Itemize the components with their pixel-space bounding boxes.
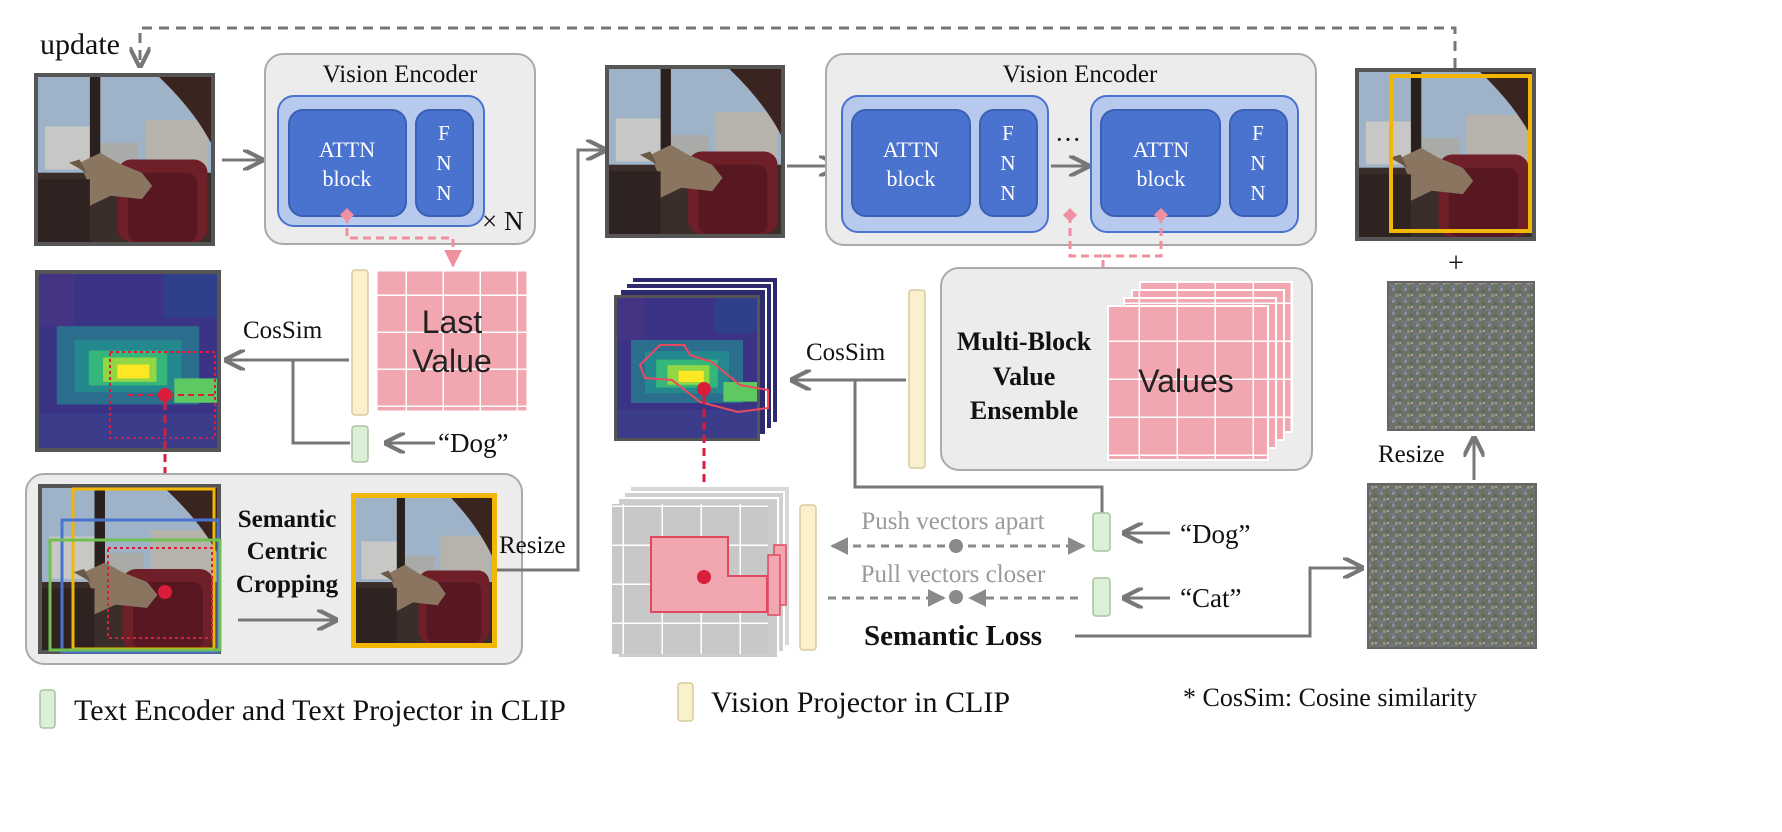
svg-text:N: N xyxy=(1000,151,1015,175)
last-value-line2: Value xyxy=(412,343,491,379)
push-center-dot xyxy=(949,539,963,553)
svg-text:Ensemble: Ensemble xyxy=(970,396,1078,425)
plus-sign: + xyxy=(1448,248,1464,279)
resize-label-2: Resize xyxy=(1378,441,1445,468)
cossim-join-2 xyxy=(853,380,1104,513)
update-loop-arrow xyxy=(140,26,1457,68)
svg-text:Multi-Block: Multi-Block xyxy=(957,327,1092,356)
cossim-join-1 xyxy=(291,360,350,445)
svg-text:N: N xyxy=(1250,151,1265,175)
svg-text:Value: Value xyxy=(993,362,1056,391)
svg-text:F: F xyxy=(438,121,450,145)
attn-block-1 xyxy=(288,109,407,217)
svg-text:block: block xyxy=(887,166,936,191)
cossim-label-2: CosSim xyxy=(806,339,886,366)
adversarial-image xyxy=(1355,68,1536,241)
region-feature-grid xyxy=(612,485,791,659)
semantic-loss-label: Semantic Loss xyxy=(864,620,1042,652)
svg-text:Cropping: Cropping xyxy=(236,571,339,598)
legend-cossim-note: * CosSim: Cosine similarity xyxy=(1183,683,1477,712)
last-value-line1: Last xyxy=(422,304,483,340)
legend-text-encoder-swatch xyxy=(39,689,56,729)
ellipsis: ··· xyxy=(1055,125,1081,154)
text-projector-cat xyxy=(1092,577,1111,617)
cossim-label-1: CosSim xyxy=(243,317,323,344)
legend-text-encoder: Text Encoder and Text Projector in CLIP xyxy=(74,694,566,727)
vision-projector-2 xyxy=(908,289,926,469)
vision-projector-1 xyxy=(351,269,369,416)
vision-projector-3 xyxy=(799,504,817,651)
text-projector-dog xyxy=(1092,512,1111,552)
attn-tap-diamond-1 xyxy=(340,208,354,222)
svg-text:N: N xyxy=(436,151,451,175)
svg-text:N: N xyxy=(1250,181,1265,205)
value-extract-arrow-2b xyxy=(1103,215,1163,258)
legend-vision-projector-swatch xyxy=(677,682,694,722)
pull-label: Pull vectors closer xyxy=(861,561,1046,588)
ffn-block-1 xyxy=(415,109,474,217)
svg-text:Centric: Centric xyxy=(247,538,328,565)
svg-text:N: N xyxy=(436,181,451,205)
cat-prompt: “Cat” xyxy=(1180,583,1241,613)
attn-block-1-line2: block xyxy=(323,166,372,191)
vision-encoder-2: Vision Encoder ATTN block F N N ··· ATTN… xyxy=(825,53,1317,246)
legend: Text Encoder and Text Projector in CLIP … xyxy=(39,682,1477,729)
attn-block-2b xyxy=(1100,109,1221,217)
loss-to-noise-arrow xyxy=(1075,568,1362,638)
noise-resized xyxy=(1387,281,1535,431)
multi-block-value-ensemble: Multi-Block Value Ensemble Values xyxy=(940,267,1313,471)
attn-block-1-line1: ATTN xyxy=(319,137,375,162)
dog-prompt-2: “Dog” xyxy=(1180,519,1250,549)
vision-encoder-1-title: Vision Encoder xyxy=(323,61,478,88)
vision-encoder-2-title: Vision Encoder xyxy=(1003,61,1158,88)
dog-prompt-1: “Dog” xyxy=(438,428,508,458)
resize-arrow-1 xyxy=(497,150,605,572)
ffn-block-2b xyxy=(1229,109,1288,217)
similarity-heatmap-stack xyxy=(614,276,779,441)
value-extract-arrow-1 xyxy=(345,215,462,268)
svg-text:Semantic: Semantic xyxy=(238,506,337,533)
svg-text:ATTN: ATTN xyxy=(883,137,939,162)
value-extract-arrow-2a xyxy=(1068,215,1112,288)
text-projector-1 xyxy=(351,425,369,463)
attn-block-2a xyxy=(851,109,971,217)
input-image-1 xyxy=(34,73,215,246)
input-image-2 xyxy=(605,65,785,238)
ffn-block-2a xyxy=(979,109,1038,217)
svg-text:F: F xyxy=(1002,121,1014,145)
svg-text:F: F xyxy=(1252,121,1264,145)
push-label: Push vectors apart xyxy=(861,508,1044,535)
update-label: update xyxy=(40,28,120,61)
svg-text:block: block xyxy=(1137,166,1186,191)
vision-encoder-1: Vision Encoder ATTN block F N N × N xyxy=(264,53,536,245)
legend-vision-projector: Vision Projector in CLIP xyxy=(711,686,1010,719)
pull-center-dot xyxy=(949,590,963,604)
semantic-centric-cropping-panel: Semantic Centric Cropping xyxy=(25,473,523,665)
svg-text:N: N xyxy=(1000,181,1015,205)
values-label: Values xyxy=(1138,363,1233,399)
resize-label-1: Resize xyxy=(499,532,566,559)
noise-original xyxy=(1367,483,1537,649)
last-value-grid: Last Value xyxy=(374,268,530,414)
svg-text:ATTN: ATTN xyxy=(1133,137,1189,162)
similarity-heatmap-1 xyxy=(35,270,221,452)
repeat-n-label: × N xyxy=(482,206,523,236)
